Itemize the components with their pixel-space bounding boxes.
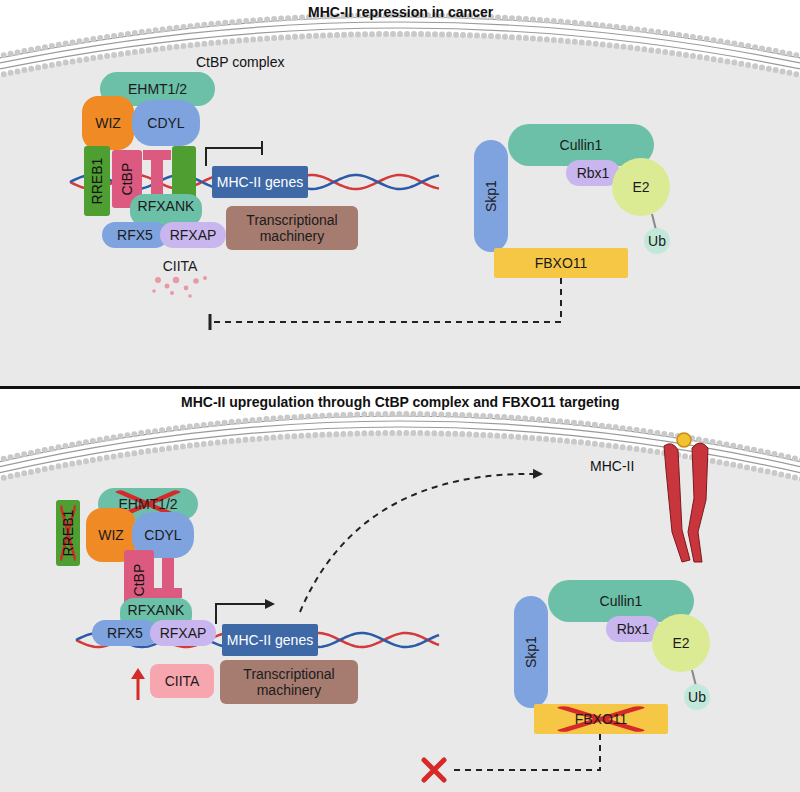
layout-path [209, 314, 212, 330]
node-label: RFXANK [128, 602, 185, 618]
layout-path [261, 141, 263, 155]
annotation-label: MHC-II [590, 458, 634, 474]
rfx5-blob: RFXAP [150, 620, 216, 646]
layout-g [70, 175, 439, 647]
gene-box: MHC-II genes [212, 166, 308, 198]
layout-path [688, 443, 708, 562]
node-label: RFX5 [117, 227, 153, 243]
layout-path [424, 760, 444, 780]
layout-circle [203, 276, 207, 280]
annotation-label: CtBP complex [196, 54, 284, 70]
layout-g [0, 15, 800, 481]
node-label: Skp1 [523, 636, 539, 668]
layout-path [216, 604, 272, 624]
layout-path [0, 34, 800, 77]
node-label: E2 [632, 179, 649, 195]
layout-circle [193, 278, 199, 284]
node-label: Ub [648, 233, 666, 249]
layout-path [0, 433, 800, 481]
node-label: Skp1 [483, 180, 499, 212]
node-label: RREB1 [89, 158, 105, 205]
e2-circle: E2 [652, 614, 710, 672]
machinery-box: CIITA [150, 664, 214, 698]
node-label: CtBP [119, 163, 135, 196]
node-label: Cullin1 [560, 137, 603, 153]
node-label: CIITA [163, 258, 198, 274]
inhibition-connector [210, 278, 561, 330]
node-label: CtBP [131, 564, 147, 597]
layout-circle [165, 284, 170, 289]
node-label: CIITA [165, 673, 200, 689]
node-label: Rbx1 [617, 621, 650, 637]
node-label: MHC-II genes [227, 632, 313, 648]
node-label: CDYL [144, 527, 181, 543]
rfx5-blob: RFX5 [102, 222, 168, 248]
layout-path [0, 421, 800, 469]
cdyl-blob: CDYL [132, 100, 200, 146]
layout-circle [170, 291, 174, 295]
panel-title: MHC-II upregulation through CtBP complex… [181, 394, 619, 410]
node-label: WIZ [98, 527, 124, 543]
e2-circle: E2 [612, 158, 670, 216]
layout-circle [188, 294, 192, 298]
machinery-box: Transcriptional machinery [226, 206, 358, 250]
node-label: CDYL [147, 115, 184, 131]
layout-path [300, 474, 540, 612]
node-label: Rbx1 [577, 165, 610, 181]
node-label: RFXANK [138, 198, 195, 214]
node-label: FBXO11 [575, 711, 628, 727]
node-label: RFXAP [170, 227, 217, 243]
node-label: FBXO11 [535, 255, 588, 271]
panel-title: MHC-II repression in cancer [308, 4, 493, 20]
layout-path [0, 434, 800, 792]
node-label: RREB1 [60, 510, 76, 557]
node-label: Transcriptional machinery [226, 212, 358, 244]
layout-path [563, 708, 638, 731]
layout-path [452, 734, 600, 770]
layout-circle [152, 289, 156, 293]
layout-g [152, 276, 207, 298]
layout-circle [155, 277, 161, 283]
layout-circle [173, 277, 179, 283]
layout-path [664, 444, 690, 562]
ciita-fragment: CIITA [150, 254, 210, 330]
layout-path [0, 35, 800, 386]
node-label: WIZ [95, 115, 121, 131]
ctbp-block: RREB1 [56, 500, 80, 566]
layout-path [137, 676, 140, 700]
node-label: RFXAP [160, 625, 207, 641]
node-label: Ub [688, 689, 706, 705]
fbxo11-box: FBXO11 [534, 704, 668, 734]
layout-path [210, 278, 561, 322]
node-label: E2 [672, 635, 689, 651]
layout-circle [677, 433, 691, 447]
ciita-fragment: Transcriptional machinery [220, 660, 358, 704]
ub-circle: Ub [684, 684, 710, 710]
skp1-blob: Skp1 [474, 140, 508, 252]
node-label: Cullin1 [600, 593, 643, 609]
layout-path [206, 148, 262, 166]
rfxap-blob: MHC-II genes [222, 624, 318, 656]
node-label: EHMT1/2 [128, 81, 187, 97]
ub-circle: Ub [644, 228, 670, 254]
fbxo11-box: FBXO11 [494, 248, 628, 278]
node-label: Transcriptional machinery [220, 666, 358, 698]
layout-rect [0, 386, 800, 389]
rreb1-block: RREB1 [84, 146, 110, 216]
wiz-blob: WIZ [82, 96, 134, 150]
layout-path [131, 668, 145, 679]
node-label: MHC-II genes [217, 174, 303, 190]
layout-circle [184, 286, 189, 291]
rfxank-blob: RFX5 [92, 620, 158, 646]
skp1-blob: Skp1 [514, 596, 548, 708]
node-label: RFX5 [107, 625, 143, 641]
rfxap-blob: RFXAP [160, 222, 226, 248]
